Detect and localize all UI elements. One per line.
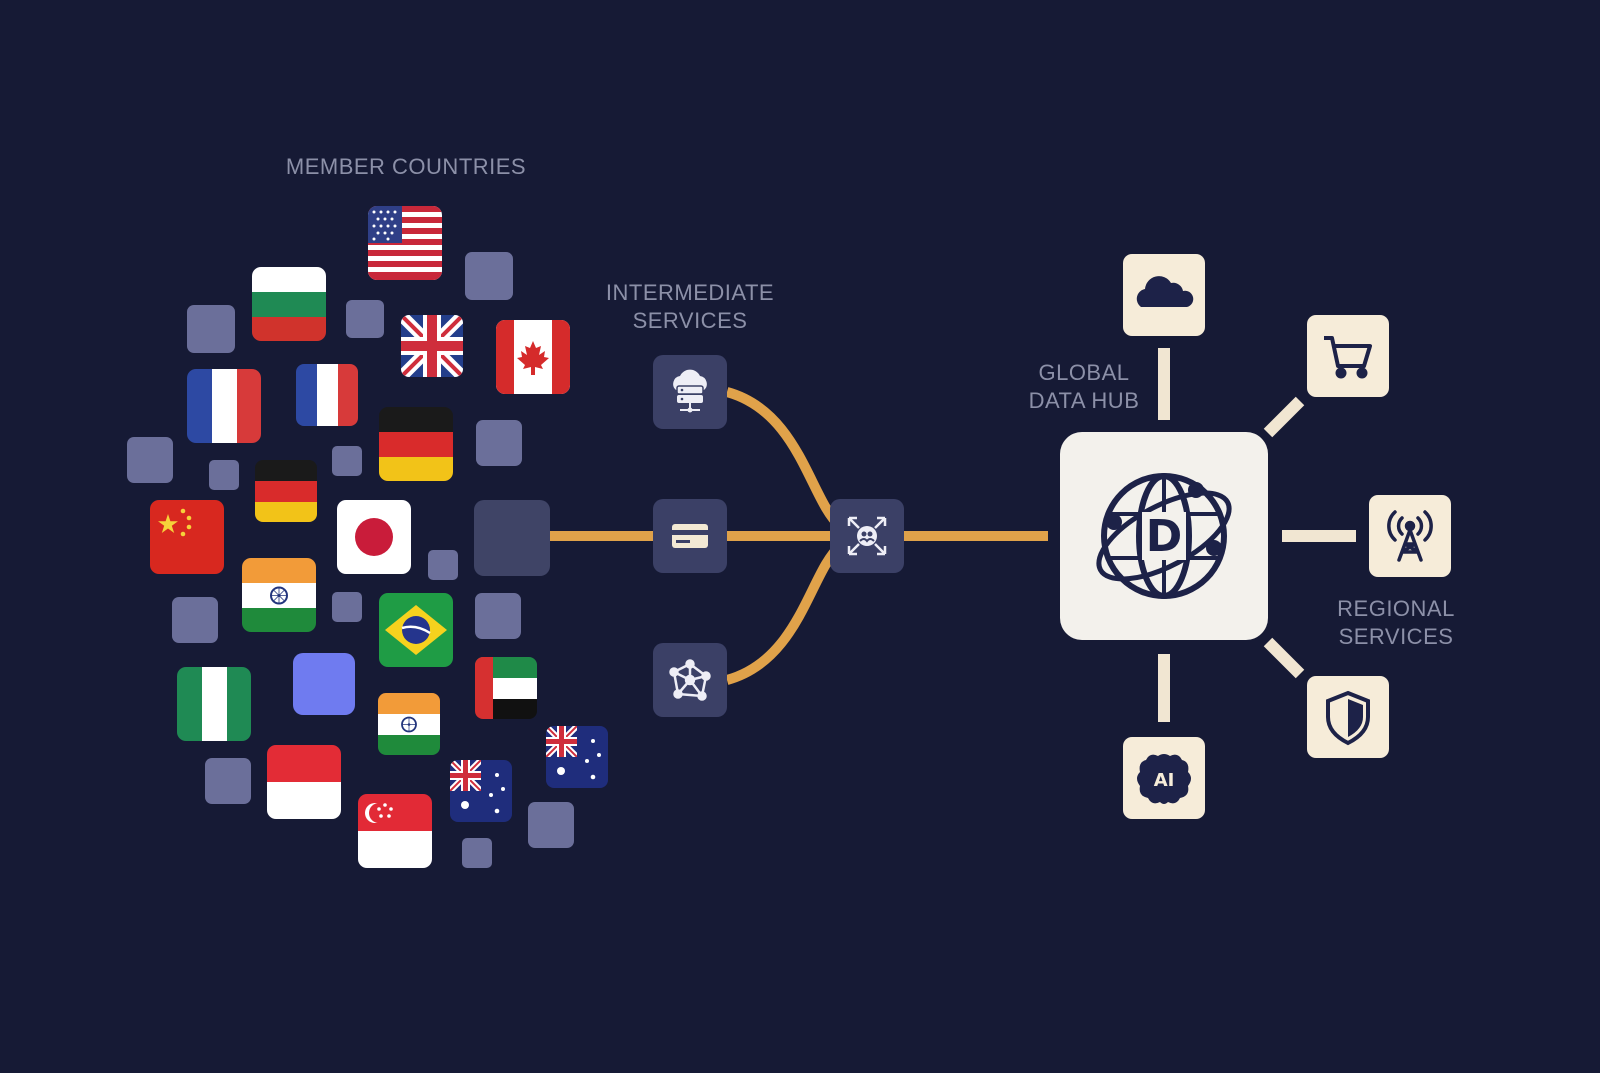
placeholder-tile (127, 437, 173, 483)
placeholder-tile (187, 305, 235, 353)
flag-india-icon (242, 558, 316, 632)
aggregator-node[interactable] (830, 499, 904, 573)
spoke-cart (1263, 396, 1305, 438)
security-service[interactable] (1307, 676, 1389, 758)
regional-services-label-line1: REGIONAL (1337, 596, 1455, 621)
placeholder-member-tiles (127, 252, 574, 868)
global-data-hub-label-line1: GLOBAL (1038, 360, 1129, 385)
hub-monogram-backdrop (1142, 512, 1186, 560)
intermediate-services-label-line1: INTERMEDIATE (606, 280, 774, 305)
hub-monogram: D (1146, 511, 1183, 562)
regional-services-label-line2: SERVICES (1339, 624, 1454, 649)
placeholder-tile (209, 460, 239, 490)
flag-australia-icon (546, 726, 608, 788)
flag-us-icon (368, 206, 442, 280)
placeholder-tile (475, 593, 521, 639)
cloud-icon (1136, 276, 1194, 307)
global-data-hub-label-line2: DATA HUB (1029, 388, 1140, 413)
placeholder-tile (172, 597, 218, 643)
payment-card-icon (672, 524, 708, 548)
cloud-server-service[interactable] (653, 355, 727, 429)
flag-china-icon (150, 500, 224, 574)
flag-uae-icon (475, 657, 537, 719)
placeholder-tile (476, 420, 522, 466)
hub-spokes (1158, 348, 1356, 722)
placeholder-tile (428, 550, 458, 580)
flag-france-icon (296, 364, 358, 426)
shield-icon (1326, 690, 1370, 746)
member-countries-label: MEMBER COUNTRIES (286, 154, 526, 179)
shopping-service[interactable] (1307, 315, 1389, 397)
placeholder-tile (205, 758, 251, 804)
placeholder-tile (332, 592, 362, 622)
spoke-shield (1263, 637, 1305, 679)
flag-uk-icon (401, 315, 463, 377)
flag-canada-icon (496, 320, 570, 394)
placeholder-tile (346, 300, 384, 338)
placeholder-tile (528, 802, 574, 848)
flag-india-icon (378, 693, 440, 755)
placeholder-tile (332, 446, 362, 476)
cloud-service[interactable] (1123, 254, 1205, 336)
data-flow-connectors (548, 387, 1048, 685)
flag-germany-icon (255, 460, 317, 522)
network-mesh-icon (669, 659, 711, 701)
highlight-member-tile (293, 653, 355, 715)
payment-card-service[interactable] (653, 499, 727, 573)
global-data-hub-node[interactable]: D (1060, 432, 1268, 640)
placeholder-tile (465, 252, 513, 300)
network-mesh-service[interactable] (653, 643, 727, 717)
user-group-expand-icon (847, 516, 887, 556)
telecom-service[interactable] (1369, 495, 1451, 577)
lower-service-curve (725, 542, 844, 685)
flag-japan-icon (337, 500, 411, 574)
flag-bulgaria-icon (252, 267, 326, 341)
flag-indonesia-icon (267, 745, 341, 819)
upper-service-curve (725, 387, 844, 530)
placeholder-tile (462, 838, 492, 868)
ai-brain-icon: AI (1137, 754, 1191, 804)
flag-singapore-icon (358, 794, 432, 868)
flag-germany-icon (379, 407, 453, 481)
member-aggregate-tile (474, 500, 550, 576)
flag-brazil-icon (379, 593, 453, 667)
flag-nigeria-icon (177, 667, 251, 741)
flag-australia-icon (450, 760, 512, 822)
flag-france-icon (187, 369, 261, 443)
shopping-cart-icon (1324, 336, 1372, 379)
ai-service[interactable]: AI (1123, 737, 1205, 819)
intermediate-services-label-line2: SERVICES (633, 308, 748, 333)
cloud-server-icon (673, 369, 707, 413)
antenna-tower-icon (1387, 510, 1433, 562)
globe-data-hub-icon (1096, 473, 1232, 599)
ai-badge-text: AI (1154, 770, 1175, 791)
